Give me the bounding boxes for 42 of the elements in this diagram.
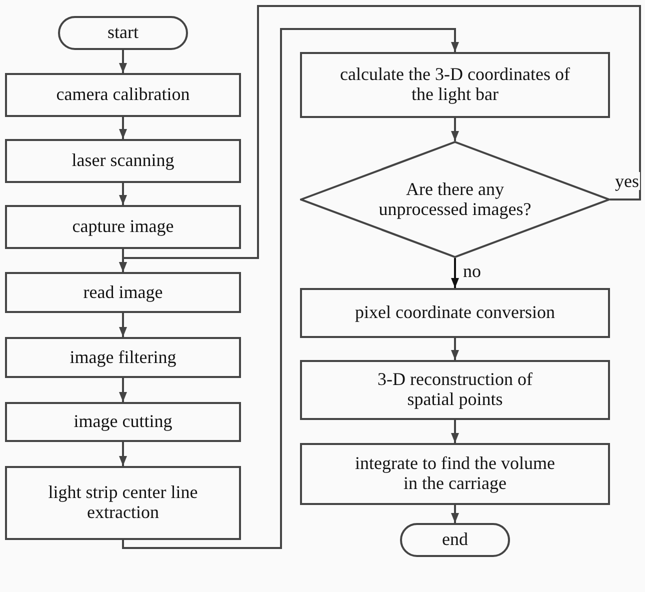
node-text: read image	[83, 282, 163, 302]
node-text: image filtering	[70, 348, 176, 368]
node-text: start	[108, 23, 138, 43]
terminal-shape	[400, 523, 510, 557]
arrow	[122, 28, 459, 549]
node-text: image cutting	[74, 412, 172, 432]
arrow	[119, 313, 127, 337]
node-text: light strip center line extraction	[47, 483, 199, 523]
edge-label: yes	[614, 172, 640, 190]
arrow	[451, 420, 459, 443]
node-text: integrate to find the volume in the carriage	[354, 454, 556, 494]
process-box	[5, 337, 241, 378]
process-box	[300, 288, 610, 338]
node-text: laser scanning	[72, 151, 174, 171]
process-box	[5, 402, 241, 442]
arrow	[451, 258, 459, 288]
node-text: 3-D reconstruction of spatial points	[376, 370, 534, 410]
node-text: Are there any unprocessed images?	[378, 180, 532, 220]
process-box	[5, 272, 241, 313]
arrow	[451, 505, 459, 523]
arrow	[119, 378, 127, 402]
process-box	[300, 360, 610, 420]
node-text: capture image	[72, 217, 174, 237]
terminal-shape	[58, 16, 188, 50]
arrow	[451, 118, 459, 141]
node-text: pixel coordinate conversion	[355, 303, 555, 323]
decision-diamond	[300, 141, 610, 258]
arrow	[119, 183, 127, 205]
node-text: camera calibration	[56, 85, 190, 105]
process-box	[5, 73, 241, 117]
arrow	[451, 338, 459, 360]
arrow	[119, 50, 127, 73]
process-box	[5, 466, 241, 540]
arrow	[119, 117, 127, 139]
process-box	[5, 205, 241, 249]
node-text: end	[442, 530, 468, 550]
arrow	[119, 442, 127, 466]
node-text: calculate the 3-D coordinates of the light bar	[339, 65, 571, 105]
process-box	[300, 443, 610, 505]
process-box	[5, 139, 241, 183]
process-box	[300, 52, 610, 118]
arrow	[119, 5, 641, 272]
